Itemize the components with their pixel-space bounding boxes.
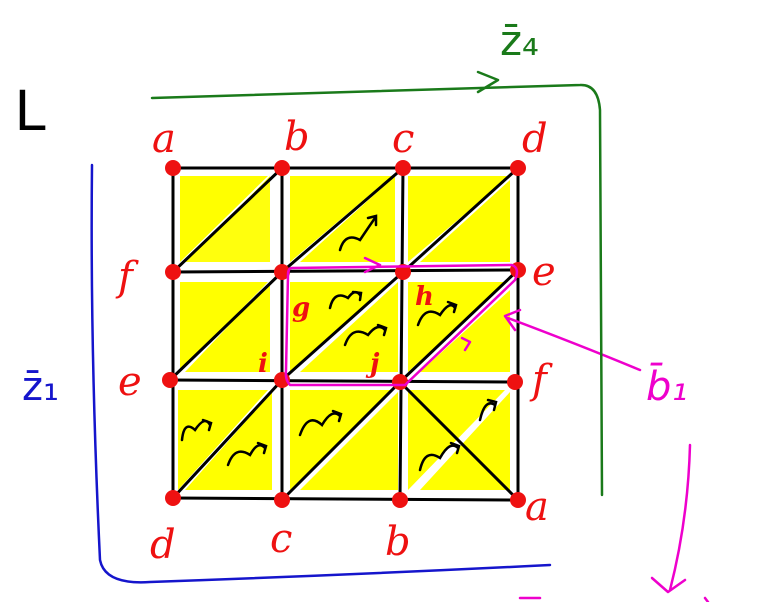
bottom-label-d: d (150, 522, 176, 568)
figure-title: L (15, 78, 47, 143)
top-label-c: c (392, 116, 414, 162)
right-label-e: e (532, 249, 556, 295)
bottom-label-b: b (385, 519, 411, 565)
triangle-fill (180, 176, 268, 262)
triangle-fill (420, 392, 510, 490)
bottom-label-c: c (270, 516, 292, 562)
z4-arrow-icon (476, 70, 500, 94)
top-label-a: a (152, 116, 176, 162)
triangle-fill (178, 390, 268, 490)
left-label-e: e (118, 359, 142, 405)
b1-down-arrow-icon (650, 576, 687, 594)
z1-path (90, 163, 552, 584)
z1-label: z̄₁ (22, 364, 59, 410)
top-label-d: d (522, 116, 548, 162)
b1-label: b̄₁ (646, 362, 687, 410)
triangle-fill (300, 392, 398, 490)
z4-path (150, 70, 604, 497)
inner-label-h: h (415, 282, 434, 312)
left-label-f: f (115, 254, 139, 300)
b1-boundary-path (284, 256, 710, 602)
inner-label-g: g (292, 293, 310, 323)
bottom-label-a: a (525, 484, 549, 530)
grid-lines (168, 166, 520, 502)
z4-label: z̄₄ (500, 16, 539, 65)
triangle-fill (420, 180, 510, 262)
orientation-arrows (180, 214, 498, 472)
b1-pointer-arrow-icon (503, 308, 522, 332)
orientation-arrow-icon (416, 303, 457, 327)
orientation-arrow-icon (478, 402, 497, 422)
inner-label-i: i (258, 349, 268, 379)
triangle-fill (300, 282, 398, 372)
triangle-fill (300, 176, 395, 262)
orientation-arrow-icon (418, 444, 460, 472)
orientation-arrow-icon (298, 412, 342, 437)
b1-arrow-icon (460, 336, 472, 352)
right-label-f: f (529, 357, 553, 403)
b1-arrow-icon (363, 256, 382, 274)
top-label-b: b (284, 114, 310, 160)
orientation-arrow-icon (338, 216, 377, 252)
triangle-fill (420, 290, 510, 372)
